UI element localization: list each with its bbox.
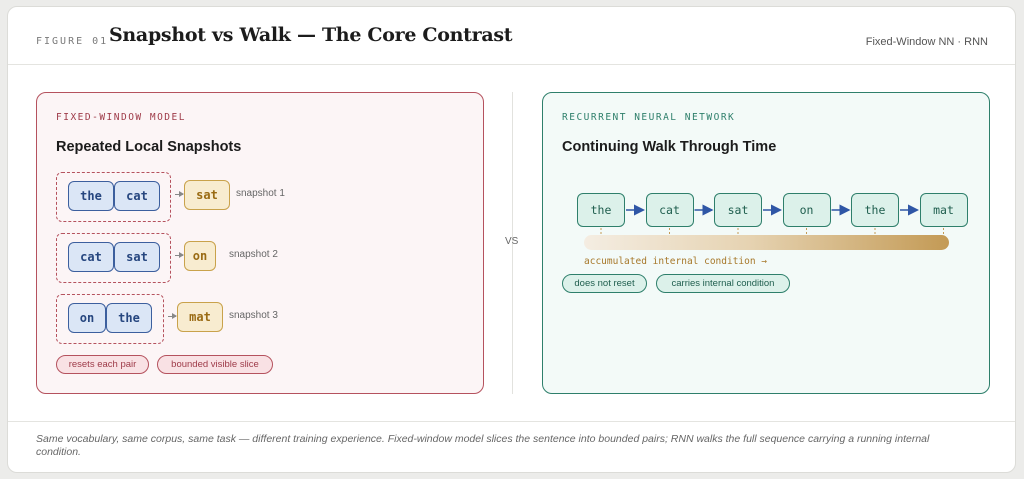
figure-label: FIGURE 01	[36, 36, 109, 47]
chain-token: the	[577, 193, 625, 227]
window-frame: cat sat	[56, 233, 171, 283]
snapshot-label: snapshot 3	[229, 310, 278, 321]
figure-header: FIGURE 01 Snapshot vs Walk — The Core Co…	[8, 7, 1015, 65]
arrow-icon	[175, 252, 184, 258]
fixed-window-kicker: FIXED-WINDOW MODEL	[56, 112, 186, 123]
resets-each-pair-pill: resets each pair	[56, 355, 149, 374]
recurrent-title: Continuing Walk Through Time	[562, 139, 777, 155]
snapshot-row: the cat sat snapshot 1	[56, 172, 456, 222]
chain-token: mat	[919, 193, 968, 227]
snapshot-row: on the mat snapshot 3	[56, 294, 456, 344]
arrow-icon	[175, 191, 184, 197]
figure-tag: Fixed-Window NN · RNN	[865, 36, 988, 48]
recurrent-panel: RECURRENT NEURAL NETWORK Continuing Walk…	[542, 92, 990, 394]
chain-token: cat	[645, 193, 694, 227]
output-token: sat	[184, 180, 230, 210]
output-token: on	[184, 241, 216, 271]
input-token: the	[106, 303, 152, 333]
fixed-window-title: Repeated Local Snapshots	[56, 139, 242, 155]
input-token: cat	[114, 181, 160, 211]
arrow-icon	[168, 313, 177, 319]
chain-token: sat	[714, 193, 762, 227]
does-not-reset-pill: does not reset	[562, 274, 647, 293]
bounded-visible-slice-pill: bounded visible slice	[157, 355, 273, 374]
recurrent-kicker: RECURRENT NEURAL NETWORK	[562, 112, 736, 123]
snapshot-label: snapshot 1	[236, 188, 285, 199]
fixed-window-panel: FIXED-WINDOW MODEL Repeated Local Snapsh…	[36, 92, 484, 394]
input-token: cat	[68, 242, 114, 272]
figure-card: FIGURE 01 Snapshot vs Walk — The Core Co…	[7, 6, 1016, 473]
accumulation-bar	[584, 235, 949, 250]
figure-title: Snapshot vs Walk — The Core Contrast	[109, 24, 513, 46]
accumulation-label: accumulated internal condition →	[584, 256, 768, 267]
input-token: the	[68, 181, 114, 211]
panel-divider	[512, 92, 513, 394]
figure-caption: Same vocabulary, same corpus, same task …	[36, 433, 930, 458]
snapshot-label: snapshot 2	[229, 249, 278, 260]
vs-label: VS	[505, 236, 519, 247]
chain-token: the	[851, 193, 899, 227]
window-frame: on the	[56, 294, 164, 344]
chain-token: on	[782, 193, 831, 227]
carries-internal-condition-pill: carries internal condition	[656, 274, 790, 293]
window-frame: the cat	[56, 172, 171, 222]
figure-footer: Same vocabulary, same corpus, same task …	[8, 421, 1015, 472]
output-token: mat	[177, 302, 223, 332]
input-token: sat	[114, 242, 160, 272]
input-token: on	[68, 303, 106, 333]
snapshot-row: cat sat on snapshot 2	[56, 233, 456, 283]
